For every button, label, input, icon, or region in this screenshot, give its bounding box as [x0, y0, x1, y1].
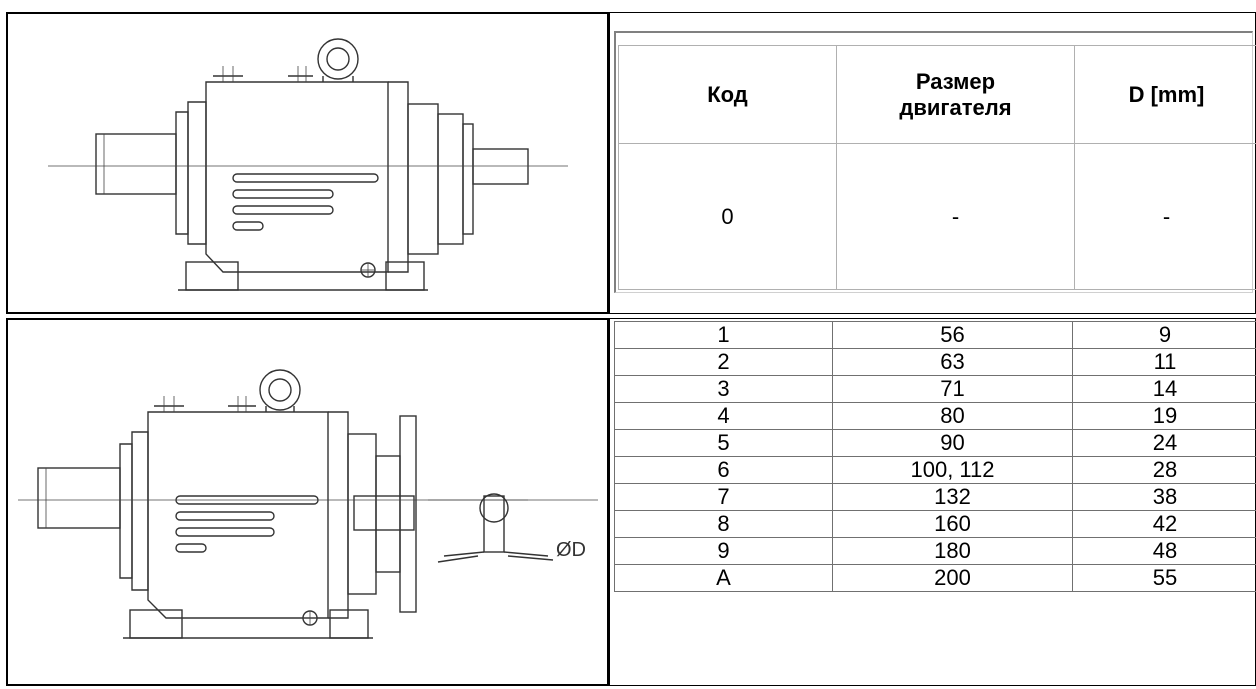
row-code: 9: [615, 538, 833, 565]
row-diameter: 14: [1073, 376, 1256, 403]
bottom-drawing-cell: ØD: [6, 318, 609, 686]
column-header-motor-size: Размер двигателя: [837, 46, 1075, 144]
row-motor-size: 160: [833, 511, 1073, 538]
column-header-code: Код: [619, 46, 837, 144]
row-motor-size: 200: [833, 565, 1073, 592]
row-diameter: 38: [1073, 484, 1256, 511]
row-0-motor-size: -: [837, 144, 1075, 290]
row-code: A: [615, 565, 833, 592]
row-code: 3: [615, 376, 833, 403]
row-diameter: 42: [1073, 511, 1256, 538]
top-drawing-cell: [6, 12, 609, 314]
row-motor-size: 63: [833, 349, 1073, 376]
row-code: 8: [615, 511, 833, 538]
row-motor-size: 100, 112: [833, 457, 1073, 484]
row-code: 6: [615, 457, 833, 484]
row-motor-size: 56: [833, 322, 1073, 349]
diameter-label: ØD: [556, 539, 586, 561]
row-0-code: 0: [619, 144, 837, 290]
row-diameter: 48: [1073, 538, 1256, 565]
row-diameter: 19: [1073, 403, 1256, 430]
header-code-table: Код Размер двигателя D [mm] 0 - -: [618, 45, 1256, 290]
row-code: 5: [615, 430, 833, 457]
row-code: 1: [615, 322, 833, 349]
column-header-diameter: D [mm]: [1075, 46, 1256, 144]
row-diameter: 24: [1073, 430, 1256, 457]
row-diameter: 9: [1073, 322, 1256, 349]
row-code: 7: [615, 484, 833, 511]
row-motor-size: 80: [833, 403, 1073, 430]
row-code: 2: [615, 349, 833, 376]
row-diameter: 55: [1073, 565, 1256, 592]
row-diameter: 11: [1073, 349, 1256, 376]
gearbox-drawing-no-adapter: [8, 14, 607, 312]
row-motor-size: 90: [833, 430, 1073, 457]
row-code: 4: [615, 403, 833, 430]
row-0-diameter: -: [1075, 144, 1256, 290]
row-motor-size: 180: [833, 538, 1073, 565]
gearbox-drawing-with-adapter: ØD: [8, 320, 607, 684]
top-table-cell: Код Размер двигателя D [mm] 0 - -: [609, 12, 1256, 314]
row-motor-size: 71: [833, 376, 1073, 403]
row-diameter: 28: [1073, 457, 1256, 484]
row-motor-size: 132: [833, 484, 1073, 511]
